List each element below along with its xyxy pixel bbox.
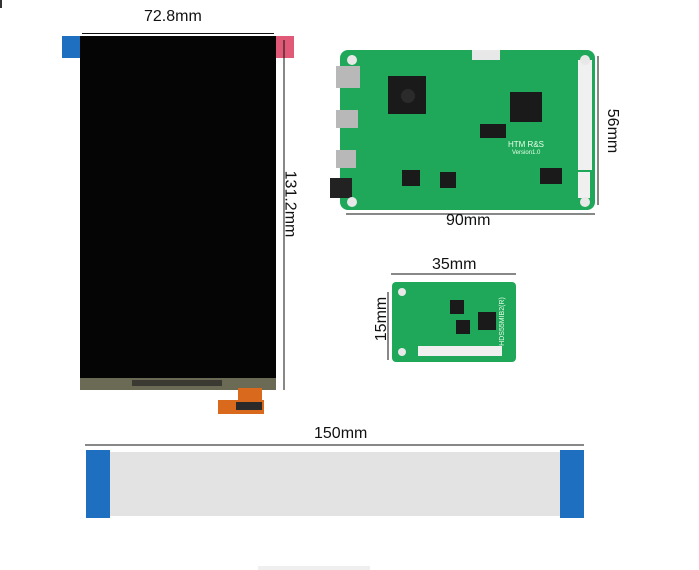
main-chip-2 (510, 92, 542, 122)
lcd-screen (80, 36, 276, 382)
lcd-panel-group: 72.8mm (60, 6, 320, 426)
flat-cable-body (110, 452, 562, 516)
bottom-faint-bar (258, 566, 370, 570)
lcd-width-label: 72.8mm (144, 8, 202, 25)
flat-cable-tab-left (86, 450, 110, 518)
flat-cable-tab-right (560, 450, 584, 518)
corner-mark (0, 0, 2, 8)
lcd-width-arrow (82, 33, 274, 34)
main-board-brand: HTM R&S (508, 140, 544, 149)
board-width-label: 90mm (446, 212, 491, 229)
lcd-tab-right (276, 36, 294, 58)
main-board-version: Version1.0 (512, 150, 541, 156)
small-board-pcb (392, 282, 516, 362)
cable-length-label: 150mm (314, 425, 368, 442)
small-width-label: 35mm (432, 256, 477, 273)
lcd-flex-cable (238, 388, 262, 402)
lcd-tab-left (62, 36, 80, 58)
